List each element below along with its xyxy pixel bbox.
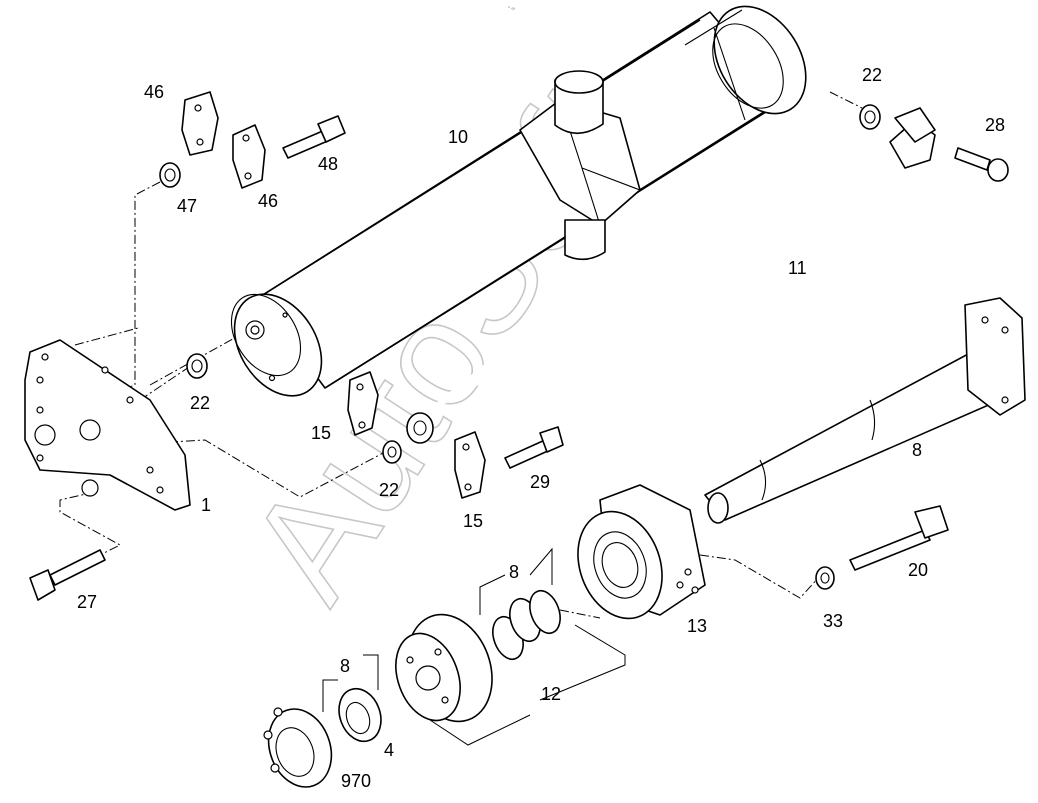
callout-47: 47 [177,196,197,216]
callout-29: 29 [530,472,550,492]
callout-33: 33 [823,611,843,631]
cylinder-barrel [230,5,807,397]
mounting-bracket [24,339,191,511]
callout-970: 970 [341,771,371,791]
callout-10: 10 [448,127,468,147]
gland-head [577,484,706,620]
callout-11: 11 [788,258,807,278]
piston-rod [704,297,1026,524]
callout-12: 12 [541,684,561,704]
callout-20: 20 [908,560,928,580]
callout-27: 27 [77,592,97,612]
callout-22: 22 [379,480,399,500]
flange-clamps [181,91,936,499]
washers [159,104,881,590]
callout-15: 15 [311,423,331,443]
callout-46: 46 [144,82,164,102]
callout-28: 28 [985,115,1005,135]
pipe [406,119,936,444]
callout-15: 15 [463,511,483,531]
callout-8: 8 [912,440,922,460]
piston-assembly [395,589,561,723]
callout-46: 46 [258,191,278,211]
callout-22: 22 [190,393,210,413]
callout-48: 48 [318,154,338,174]
callout-1: 1 [201,495,211,515]
callout-8: 8 [509,562,519,582]
nut-and-lock [263,687,382,788]
callout-8: 8 [340,656,350,676]
top-mark: ° ∞ [508,6,515,12]
callout-4: 4 [384,740,394,760]
callout-labels: 46 47 46 48 10 22 28 11 22 15 22 29 15 1… [77,65,1005,791]
callout-22: 22 [862,65,882,85]
bolts [29,115,1009,601]
callout-brackets [322,547,626,746]
callout-13: 13 [687,616,707,636]
